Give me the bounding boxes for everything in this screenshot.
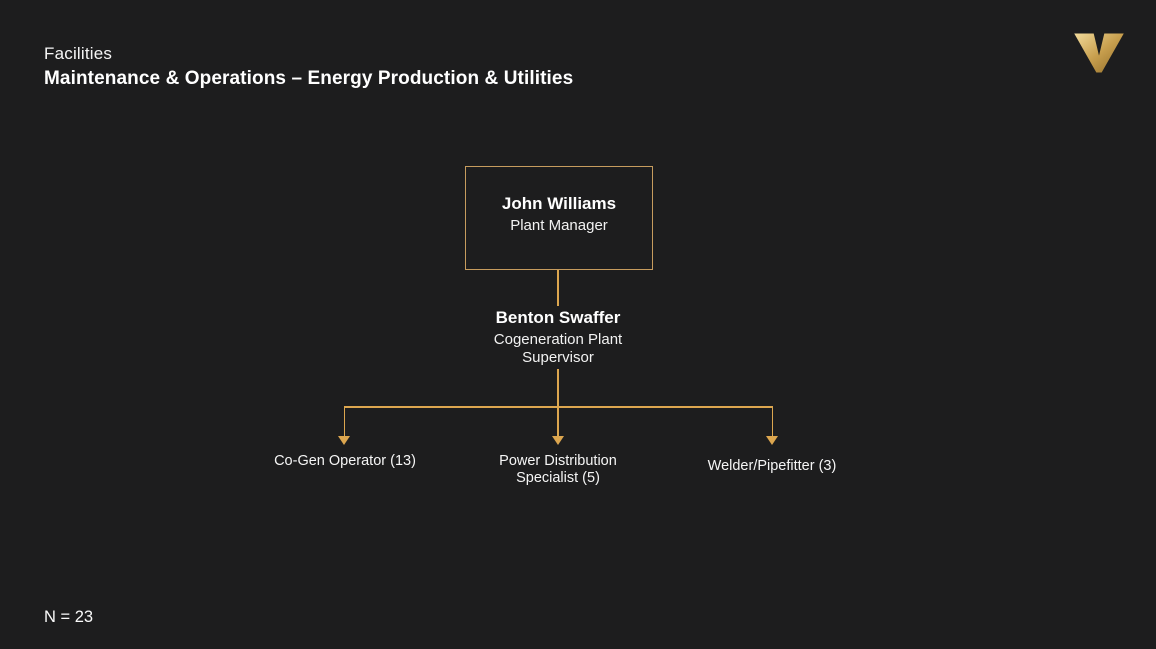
gold-v-logo-icon bbox=[1072, 30, 1126, 76]
arrow-down-icon bbox=[766, 436, 778, 445]
header-eyebrow: Facilities bbox=[44, 44, 113, 63]
org-node-title: Plant Manager bbox=[510, 217, 608, 234]
org-node-name: John Williams bbox=[501, 194, 617, 213]
org-node-title: Cogeneration Plant Supervisor bbox=[493, 331, 623, 366]
headcount-label: N = 23 bbox=[44, 608, 94, 626]
connector-supervisor-down bbox=[557, 369, 559, 437]
org-leaf-cogen-operator: Co-Gen Operator (13) bbox=[274, 453, 416, 469]
arrow-down-icon bbox=[338, 436, 350, 445]
page-title: Maintenance & Operations – Energy Produc… bbox=[44, 68, 574, 89]
arrow-down-icon bbox=[552, 436, 564, 445]
connector-drop-right bbox=[771, 406, 773, 437]
connector-root-to-supervisor bbox=[557, 270, 559, 306]
gold-v-logo-svg bbox=[1074, 33, 1124, 73]
org-node-plant-manager: John Williams Plant Manager bbox=[465, 166, 653, 270]
connector-horizontal bbox=[344, 406, 773, 408]
org-node-supervisor: Benton Swaffer Cogeneration Plant Superv… bbox=[458, 308, 658, 367]
org-leaf-welder-pipefitter: Welder/Pipefitter (3) bbox=[707, 458, 837, 474]
slide-header: Facilities Maintenance & Operations – En… bbox=[44, 44, 573, 90]
org-node-name: Benton Swaffer bbox=[495, 308, 621, 327]
org-leaf-power-distribution-specialist: Power Distribution Specialist (5) bbox=[499, 453, 617, 487]
connector-drop-left bbox=[343, 406, 345, 437]
